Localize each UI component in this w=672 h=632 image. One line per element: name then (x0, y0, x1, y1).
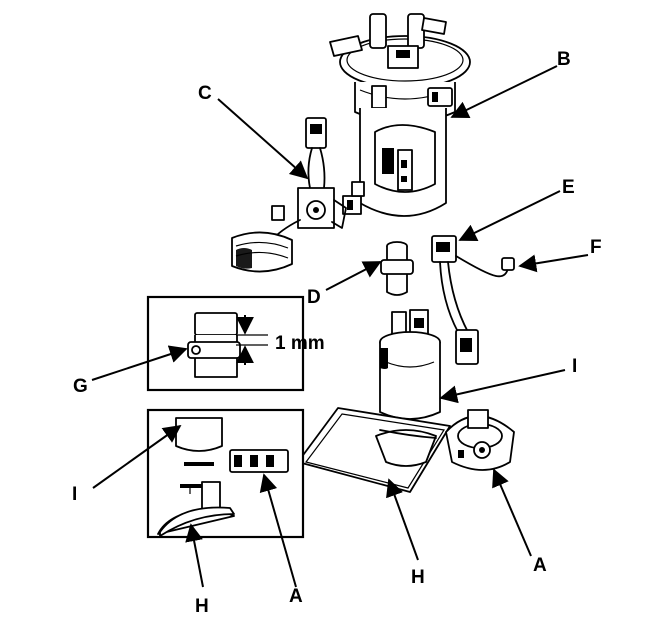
callout-a-left: A (289, 586, 303, 607)
fuel-pump (379, 309, 441, 420)
filter-tube (380, 241, 414, 296)
callout-d: D (307, 287, 321, 308)
fuel-strainer (297, 407, 451, 493)
wire-harness (431, 235, 515, 365)
fuel-pump-housing (329, 13, 471, 217)
callout-i-right: I (572, 356, 577, 377)
callout-g: G (73, 376, 88, 397)
callout-f: F (590, 237, 602, 258)
leader-lines (91, 65, 589, 588)
dimension-label: 1 mm (275, 333, 325, 354)
callout-b: B (557, 49, 571, 70)
callout-h-left: H (195, 596, 209, 617)
callout-e: E (562, 177, 575, 198)
fuel-gauge-sending-unit (231, 117, 347, 273)
callout-a-right: A (533, 555, 547, 576)
callout-h-center: H (411, 567, 425, 588)
detail-inset-assembly (146, 408, 305, 539)
detail-inset-g (146, 295, 305, 392)
callout-i-left: I (72, 484, 77, 505)
retainer (445, 409, 515, 471)
callout-c: C (198, 83, 212, 104)
